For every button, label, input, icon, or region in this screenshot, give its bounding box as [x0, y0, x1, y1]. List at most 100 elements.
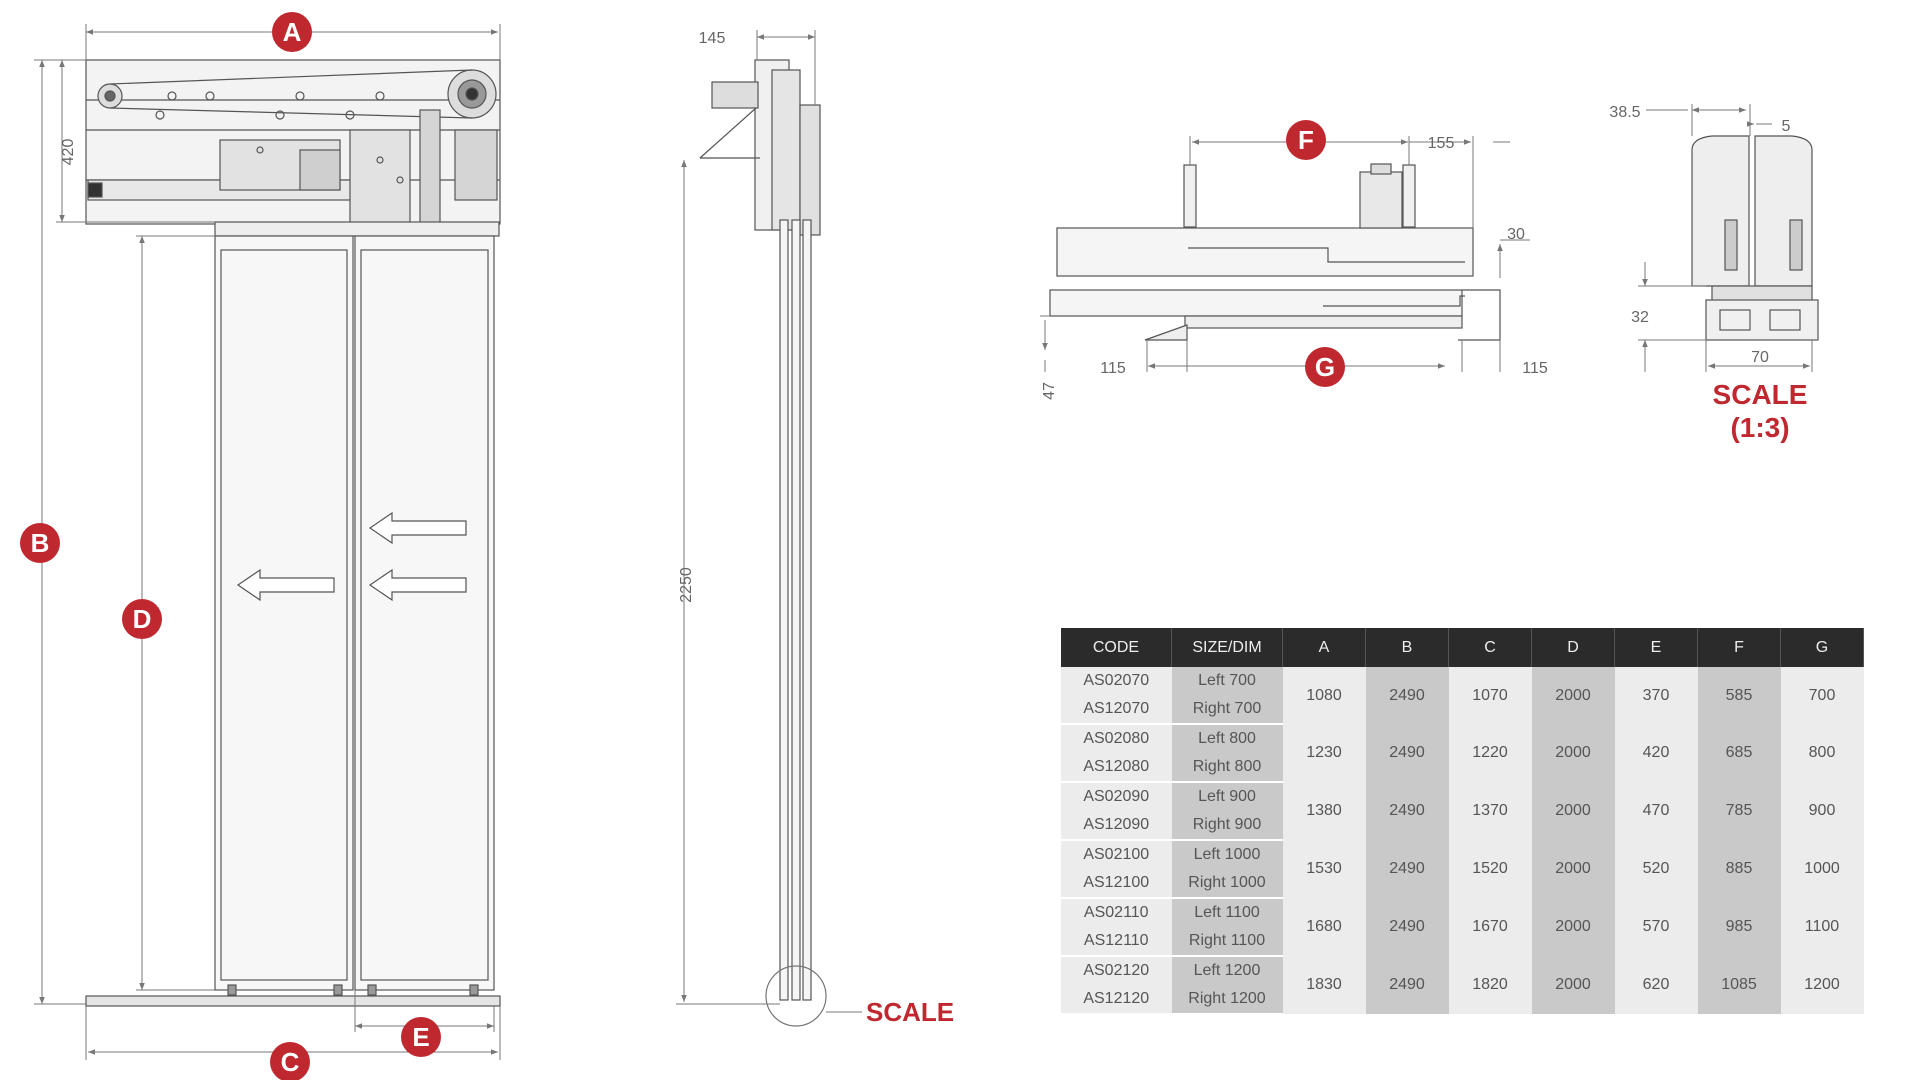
cell-dim-a: 1380: [1282, 782, 1366, 840]
cell-dim-b: 2490: [1365, 956, 1449, 1014]
cell-dim-e: 420: [1614, 724, 1698, 782]
cell-dim-f: 585: [1697, 667, 1781, 724]
marker-g: G: [1305, 347, 1345, 387]
detail-dimensions: [1638, 104, 1813, 372]
cell-dim-e: 470: [1614, 782, 1698, 840]
dim-top-step: 30: [1507, 226, 1525, 243]
cell-dim-f: 1085: [1697, 956, 1781, 1014]
svg-text:F: F: [1298, 125, 1314, 155]
cell-dim-d: 2000: [1531, 840, 1615, 898]
cell-dim-a: 1530: [1282, 840, 1366, 898]
col-header-a: A: [1282, 628, 1366, 667]
cell-dim-a: 1680: [1282, 898, 1366, 956]
cell-dim-c: 1670: [1448, 898, 1532, 956]
marker-f: F: [1286, 120, 1326, 160]
cell-dim-e: 620: [1614, 956, 1698, 1014]
cell-code: AS02100: [1061, 840, 1172, 869]
cell-dim-d: 2000: [1531, 667, 1615, 724]
cell-size: Left 700: [1171, 667, 1283, 695]
svg-text:E: E: [412, 1022, 429, 1052]
col-header-code: CODE: [1061, 628, 1172, 667]
cell-dim-b: 2490: [1365, 782, 1449, 840]
scale-label-side: SCALE: [866, 997, 954, 1027]
cell-dim-e: 520: [1614, 840, 1698, 898]
cell-dim-g: 800: [1780, 724, 1864, 782]
marker-d: D: [122, 599, 162, 639]
cell-dim-e: 570: [1614, 898, 1698, 956]
dim-side-depth: 145: [699, 30, 726, 47]
marker-e: E: [401, 1017, 441, 1057]
dim-top-left-margin: 115: [1100, 360, 1126, 377]
cell-dim-b: 2490: [1365, 898, 1449, 956]
cell-size: Right 1100: [1171, 927, 1283, 957]
dim-top-right-offset: 155: [1428, 135, 1455, 152]
svg-text:C: C: [281, 1047, 300, 1077]
dim-front-header-height: 420: [60, 139, 77, 166]
col-header-size: SIZE/DIM: [1171, 628, 1283, 667]
cell-dim-a: 1080: [1282, 667, 1366, 724]
cell-code: AS02090: [1061, 782, 1172, 811]
cell-dim-d: 2000: [1531, 898, 1615, 956]
col-header-c: C: [1448, 628, 1532, 667]
dim-detail-width: 70: [1751, 349, 1769, 366]
table-header-row: CODE SIZE/DIM A B C D E F G: [1061, 628, 1864, 667]
cell-dim-f: 985: [1697, 898, 1781, 956]
cell-code: AS02120: [1061, 956, 1172, 985]
front-view: [85, 59, 501, 1007]
cell-code: AS12090: [1061, 811, 1172, 841]
marker-a: A: [272, 12, 312, 52]
cell-dim-a: 1830: [1282, 956, 1366, 1014]
cell-dim-f: 785: [1697, 782, 1781, 840]
col-header-g: G: [1780, 628, 1864, 667]
cell-dim-a: 1230: [1282, 724, 1366, 782]
dim-top-right-margin: 115: [1522, 360, 1548, 377]
scale-label-detail-ratio: (1:3): [1730, 412, 1789, 443]
cell-dim-e: 370: [1614, 667, 1698, 724]
cell-size: Left 900: [1171, 782, 1283, 811]
cell-size: Right 700: [1171, 695, 1283, 725]
cell-code: AS12110: [1061, 927, 1172, 957]
scale-label-detail: SCALE: [1713, 379, 1808, 410]
cell-code: AS12070: [1061, 695, 1172, 725]
col-header-f: F: [1697, 628, 1781, 667]
col-header-d: D: [1531, 628, 1615, 667]
cell-size: Right 1000: [1171, 869, 1283, 899]
cell-code: AS12100: [1061, 869, 1172, 899]
cell-size: Left 1100: [1171, 898, 1283, 927]
cell-dim-d: 2000: [1531, 724, 1615, 782]
side-dimensions: [676, 30, 862, 1013]
cell-dim-g: 700: [1780, 667, 1864, 724]
cell-size: Left 1000: [1171, 840, 1283, 869]
top-view: [1049, 163, 1501, 341]
cell-dim-d: 2000: [1531, 782, 1615, 840]
cell-dim-c: 1820: [1448, 956, 1532, 1014]
cell-dim-f: 885: [1697, 840, 1781, 898]
detail-view: [1691, 135, 1819, 341]
cell-dim-b: 2490: [1365, 667, 1449, 724]
cell-size: Right 800: [1171, 753, 1283, 783]
cell-dim-c: 1520: [1448, 840, 1532, 898]
dim-detail-left: 38.5: [1609, 104, 1640, 121]
col-header-b: B: [1365, 628, 1449, 667]
cell-code: AS12080: [1061, 753, 1172, 783]
dim-detail-right: 5: [1782, 118, 1791, 135]
cell-dim-c: 1220: [1448, 724, 1532, 782]
cell-size: Left 800: [1171, 724, 1283, 753]
cell-code: AS02080: [1061, 724, 1172, 753]
cell-dim-b: 2490: [1365, 724, 1449, 782]
cell-dim-g: 900: [1780, 782, 1864, 840]
cell-dim-d: 2000: [1531, 956, 1615, 1014]
svg-text:G: G: [1315, 352, 1335, 382]
cell-dim-c: 1070: [1448, 667, 1532, 724]
